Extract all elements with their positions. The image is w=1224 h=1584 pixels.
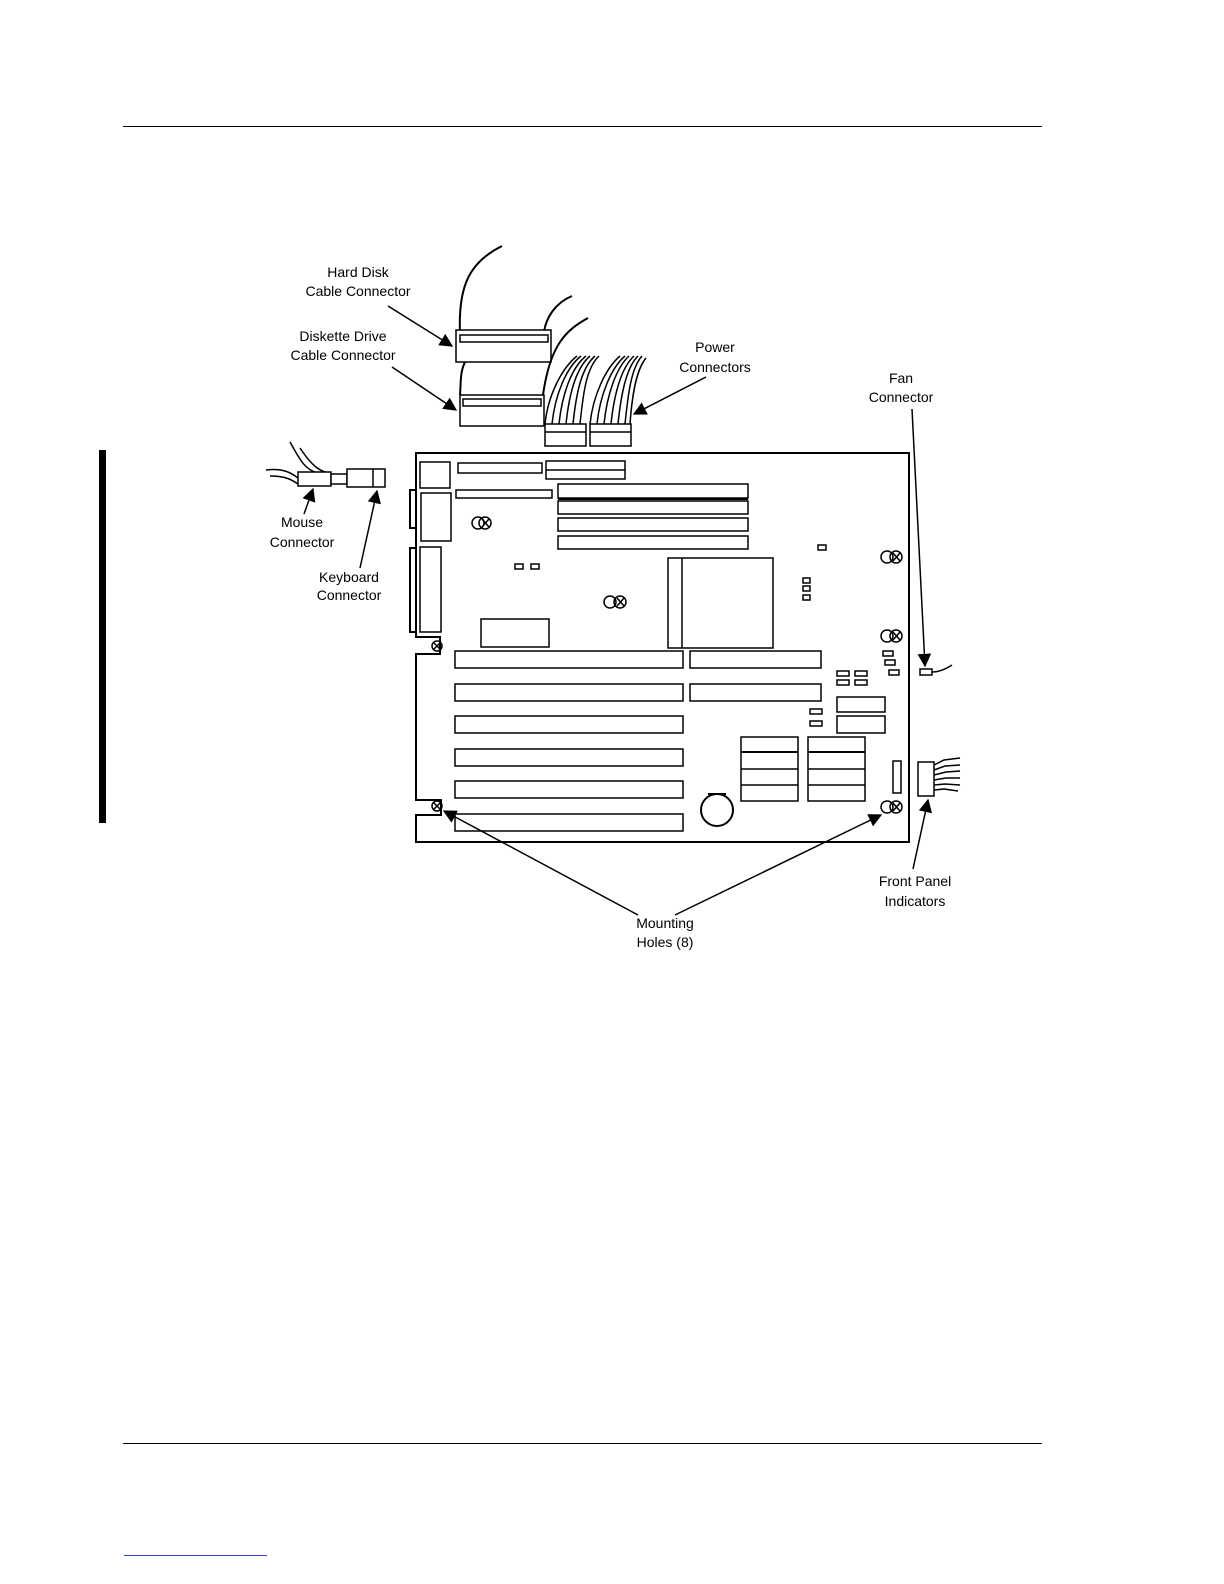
label-mouse-line2: Connector [270,534,335,550]
label-mounting-line1: Mounting [636,915,694,931]
label-hard-disk-line2: Cable Connector [305,283,410,299]
label-diskette-line1: Diskette Drive [299,328,386,344]
label-fan-line2: Connector [869,389,934,405]
label-fan-line1: Fan [889,370,913,386]
label-front-panel-line2: Indicators [885,893,946,909]
label-mounting-line2: Holes (8) [637,934,694,950]
battery [701,794,733,826]
label-hard-disk-line1: Hard Disk [327,264,389,280]
label-keyboard-line1: Keyboard [319,569,379,585]
fan-cable [920,665,952,675]
front-panel-connector [918,758,960,796]
hard-disk-cable [456,246,572,362]
power-connector-cables [545,356,646,446]
rear-io-ports [420,462,451,632]
front-panel-header [893,761,901,793]
memory-sockets [558,484,748,549]
label-keyboard-line2: Connector [317,587,382,603]
mouse-keyboard-cables [266,442,385,487]
label-diskette-line2: Cable Connector [290,347,395,363]
processor-socket [668,558,773,648]
cache-modules [741,737,865,801]
label-mouse-line1: Mouse [281,514,323,530]
label-front-panel-line1: Front Panel [879,873,951,889]
chip [481,619,549,647]
label-power-line1: Power [695,339,735,355]
label-power-line2: Connectors [679,359,751,375]
